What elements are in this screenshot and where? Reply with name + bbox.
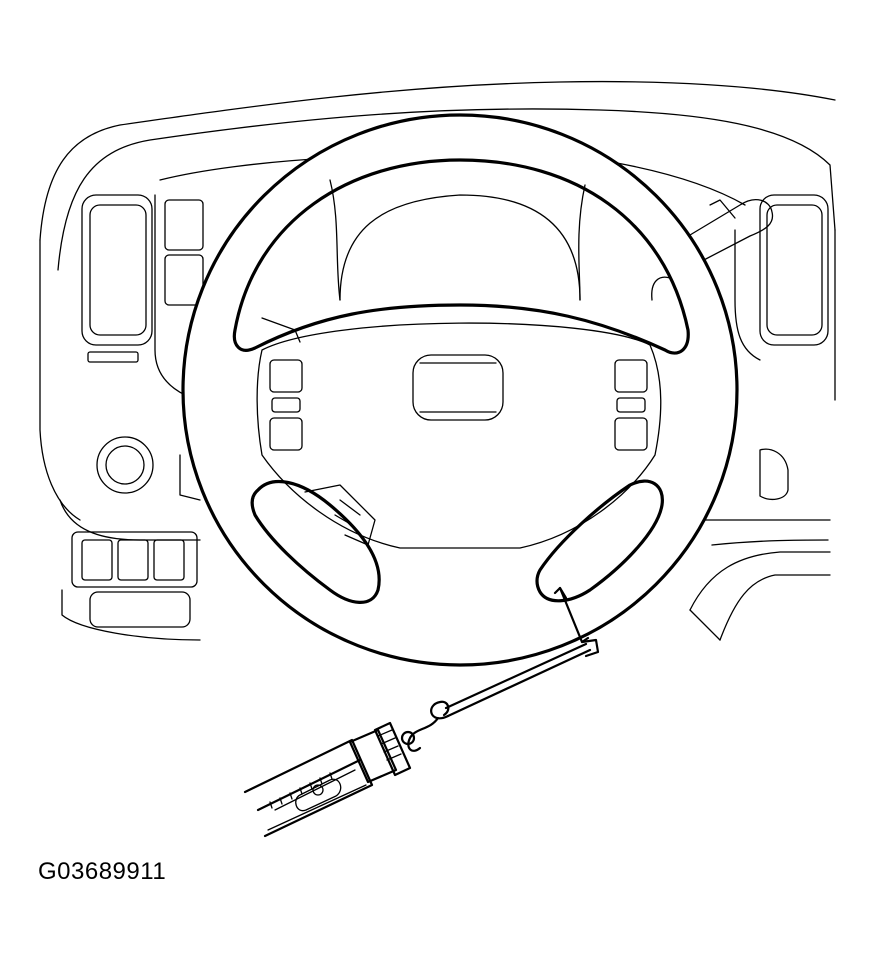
left-switch-1	[164, 199, 204, 251]
wheel-lower-left-opening	[250, 480, 381, 604]
left-slot	[87, 351, 139, 363]
horn-emblem	[412, 354, 504, 421]
left-switch-2	[164, 254, 204, 306]
spring-scale-tool	[243, 586, 600, 838]
scale-barrel	[243, 738, 374, 838]
left-vent	[81, 194, 153, 346]
wheel-hub	[256, 322, 662, 549]
right-vent	[759, 194, 829, 346]
figure-id-label: G03689911	[38, 858, 167, 885]
wheel-upper-opening	[232, 158, 690, 355]
lower-switch-panel	[71, 531, 198, 628]
right-steering-switches	[614, 359, 648, 451]
wheel-rim-outer	[181, 113, 739, 667]
wheel-lower-right-opening	[535, 479, 664, 603]
left-steering-switches	[269, 359, 303, 451]
steering-wheel	[181, 113, 739, 667]
hook-rod	[553, 586, 590, 644]
ignition-knob	[96, 436, 154, 494]
